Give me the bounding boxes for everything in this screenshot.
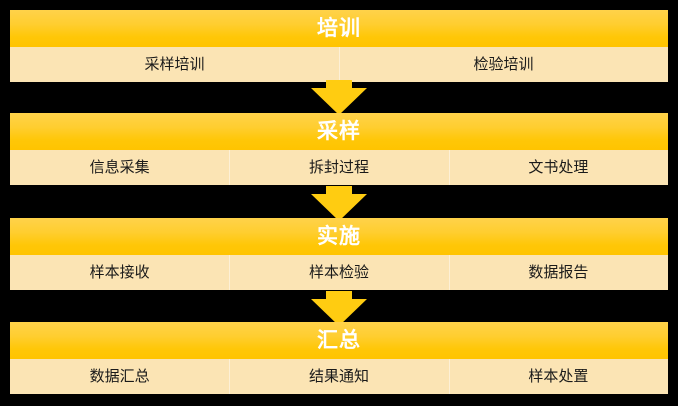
stage-2-item-2[interactable]: 拆封过程 bbox=[229, 150, 448, 185]
stage-2-item-3[interactable]: 文书处理 bbox=[448, 150, 668, 185]
arrow-shaft bbox=[326, 291, 352, 301]
flow-stage-4[interactable]: 汇总 数据汇总 结果通知 样本处置 bbox=[10, 322, 668, 394]
down-arrow-icon-1 bbox=[311, 80, 367, 115]
arrow-head bbox=[311, 299, 367, 326]
stage-3-item-3[interactable]: 数据报告 bbox=[448, 255, 668, 290]
stage-3-item-2[interactable]: 样本检验 bbox=[229, 255, 448, 290]
stage-3-items: 样本接收 样本检验 数据报告 bbox=[10, 255, 668, 290]
stage-2-title: 采样 bbox=[317, 119, 361, 143]
stage-2-items: 信息采集 拆封过程 文书处理 bbox=[10, 150, 668, 185]
stage-4-header: 汇总 bbox=[10, 322, 668, 359]
stage-3-item-1[interactable]: 样本接收 bbox=[89, 263, 150, 281]
flow-stage-1[interactable]: 培训 采样培训 检验培训 bbox=[10, 10, 668, 82]
stage-4-items: 数据汇总 结果通知 样本处置 bbox=[10, 359, 668, 394]
down-arrow-icon-2 bbox=[311, 186, 367, 221]
stage-3-header: 实施 bbox=[10, 218, 668, 255]
stage-4-item-3[interactable]: 样本处置 bbox=[448, 359, 668, 394]
stage-1-item-2[interactable]: 检验培训 bbox=[339, 47, 668, 82]
down-arrow-icon-3 bbox=[311, 291, 367, 326]
arrow-shaft bbox=[326, 80, 352, 90]
stage-4-item-2[interactable]: 结果通知 bbox=[229, 359, 448, 394]
stage-1-item-1[interactable]: 采样培训 bbox=[144, 55, 205, 73]
arrow-head bbox=[311, 194, 367, 221]
flow-stage-3[interactable]: 实施 样本接收 样本检验 数据报告 bbox=[10, 218, 668, 290]
stage-1-header: 培训 bbox=[10, 10, 668, 47]
stage-2-item-1[interactable]: 信息采集 bbox=[89, 158, 150, 176]
stage-4-item-1[interactable]: 数据汇总 bbox=[89, 367, 150, 385]
arrow-shaft bbox=[326, 186, 352, 196]
stage-1-items: 采样培训 检验培训 bbox=[10, 47, 668, 82]
flow-stage-2[interactable]: 采样 信息采集 拆封过程 文书处理 bbox=[10, 113, 668, 185]
arrow-head bbox=[311, 88, 367, 115]
stage-3-title: 实施 bbox=[317, 224, 361, 248]
stage-2-header: 采样 bbox=[10, 113, 668, 150]
stage-1-title: 培训 bbox=[317, 16, 361, 40]
stage-4-title: 汇总 bbox=[317, 328, 361, 352]
